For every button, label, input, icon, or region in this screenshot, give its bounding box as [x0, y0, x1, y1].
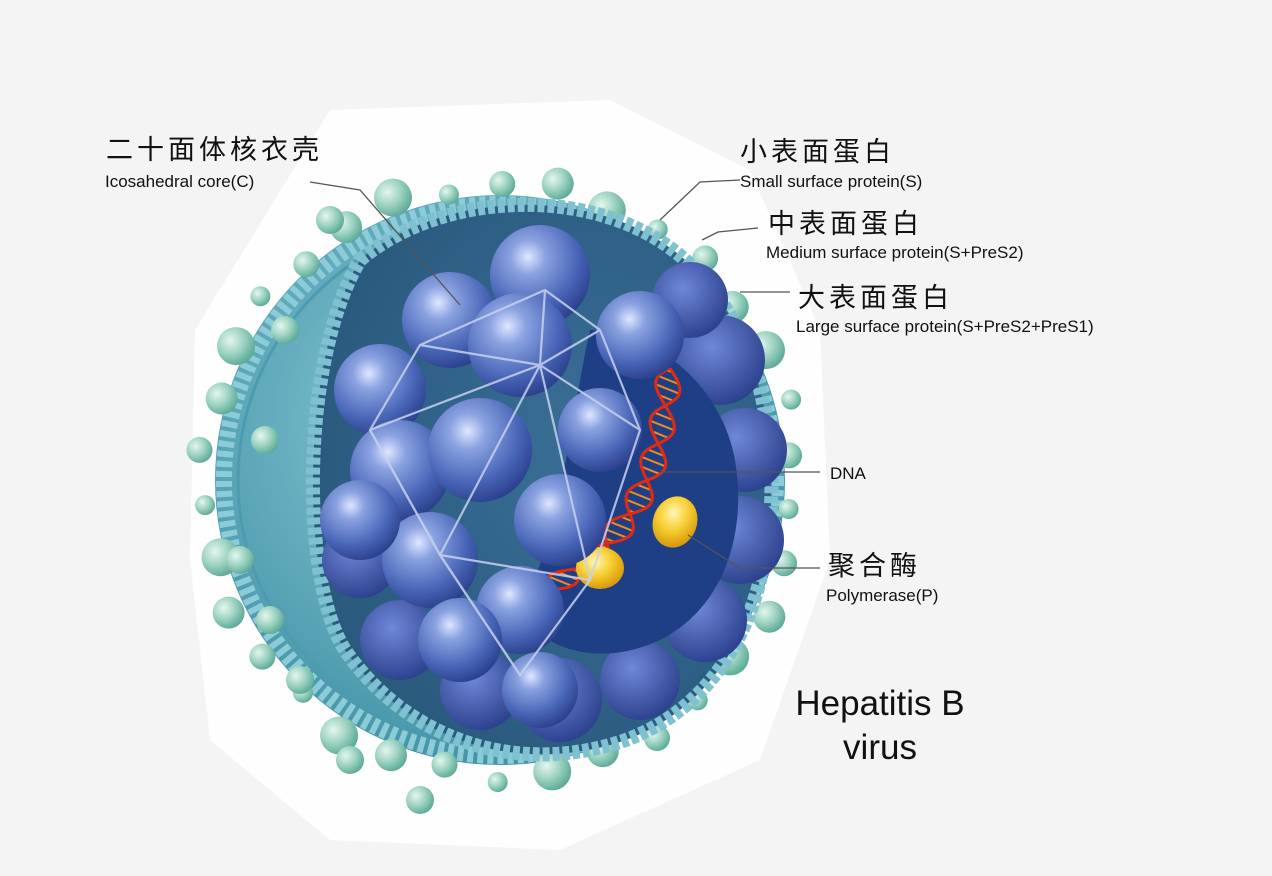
surface-protein: [226, 546, 254, 574]
capsid-subunit: [596, 291, 684, 379]
dna-base-pair: [636, 483, 652, 492]
capsid-subunit: [418, 598, 502, 682]
diagram-title: Hepatitis B virus: [770, 682, 990, 770]
title-line-1: Hepatitis B: [795, 684, 965, 723]
surface-protein: [195, 495, 216, 516]
capsid-subunit: [502, 652, 578, 728]
dna-base-pair: [609, 520, 634, 532]
dna-base-pair: [641, 465, 661, 476]
dna-helix: [508, 366, 682, 612]
surface-protein: [251, 426, 279, 454]
dna-base-pair: [658, 394, 674, 402]
surface-protein: [286, 666, 314, 694]
surface-protein: [753, 600, 786, 633]
surface-protein: [316, 206, 344, 234]
surface-protein: [778, 499, 799, 519]
surface-protein: [271, 316, 299, 344]
dna-base-pair: [641, 455, 666, 468]
capsid-subunit: [382, 512, 478, 608]
capsid-subunit: [334, 344, 426, 436]
icosahedron-wireframe: [368, 288, 642, 677]
dna-base-pair: [658, 375, 680, 386]
large-protein-label-en: Large surface protein(S+PreS2+PreS1): [796, 317, 1094, 336]
surface-protein: [320, 716, 359, 755]
icosahedral-core-label-zh: 二十面体核衣壳: [106, 135, 323, 166]
surface-protein: [205, 382, 238, 415]
surface-protein: [375, 739, 407, 772]
dna-base-pair: [654, 411, 674, 421]
capsid-lobe: [360, 600, 440, 680]
capsid-subunit: [320, 480, 400, 560]
surface-protein: [186, 436, 213, 463]
medium-protein-label-en: Medium surface protein(S+PreS2): [766, 243, 1024, 262]
dna-base-pair: [655, 383, 680, 395]
leader-medium-protein: [701, 227, 759, 241]
title-line-2: virus: [843, 728, 917, 767]
medium-protein-label-zh: 中表面蛋白: [768, 209, 923, 240]
surface-protein: [249, 643, 276, 670]
surface-protein: [438, 184, 459, 205]
small-protein-label-zh: 小表面蛋白: [740, 137, 895, 168]
dna-base-pair: [604, 528, 628, 539]
capsid-spheres: [320, 225, 684, 728]
capsid-subunit: [468, 293, 572, 397]
leader-polymerase: [687, 534, 820, 569]
surface-protein: [293, 251, 320, 278]
leader-lines: [309, 179, 820, 569]
surface-protein: [217, 327, 255, 366]
small-protein-label-en: Small surface protein(S): [740, 172, 923, 191]
capsid-lobe: [600, 640, 680, 720]
leader-small-protein: [659, 179, 741, 221]
dna-base-pair: [651, 430, 669, 439]
capsid-subunit: [428, 398, 532, 502]
surface-protein: [250, 286, 271, 307]
icosahedral-core-label-en: Icosahedral core(C): [105, 172, 255, 191]
large-protein-label-zh: 大表面蛋白: [798, 283, 953, 314]
leader-icosahedral-core: [309, 181, 461, 306]
surface-protein: [406, 786, 434, 814]
surface-protein: [336, 746, 364, 774]
dna-base-pair: [649, 419, 675, 432]
polymerase-label-en: Polymerase(P): [826, 586, 939, 605]
dna-base-pair: [628, 489, 653, 502]
polymerase-label-zh: 聚合酶: [828, 551, 921, 582]
surface-protein: [212, 596, 245, 629]
surface-protein: [541, 167, 574, 200]
dna-base-pair: [548, 575, 573, 587]
polymerase-molecules: [576, 496, 698, 589]
surface-protein: [256, 606, 284, 634]
surface-protein: [533, 752, 572, 791]
surface-protein: [431, 751, 458, 778]
capsid-lobe: [675, 315, 765, 405]
surface-protein: [647, 219, 668, 240]
capsid-subunit: [558, 388, 642, 472]
surface-protein: [781, 389, 802, 410]
surface-protein: [487, 772, 508, 792]
capsid-subunit: [514, 474, 606, 566]
dna-label: DNA: [830, 464, 866, 483]
surface-protein: [374, 178, 412, 217]
dna-base-pair: [647, 448, 665, 457]
surface-protein: [489, 171, 516, 197]
dna-strand: [508, 367, 682, 611]
dna-base-pair: [625, 498, 647, 509]
